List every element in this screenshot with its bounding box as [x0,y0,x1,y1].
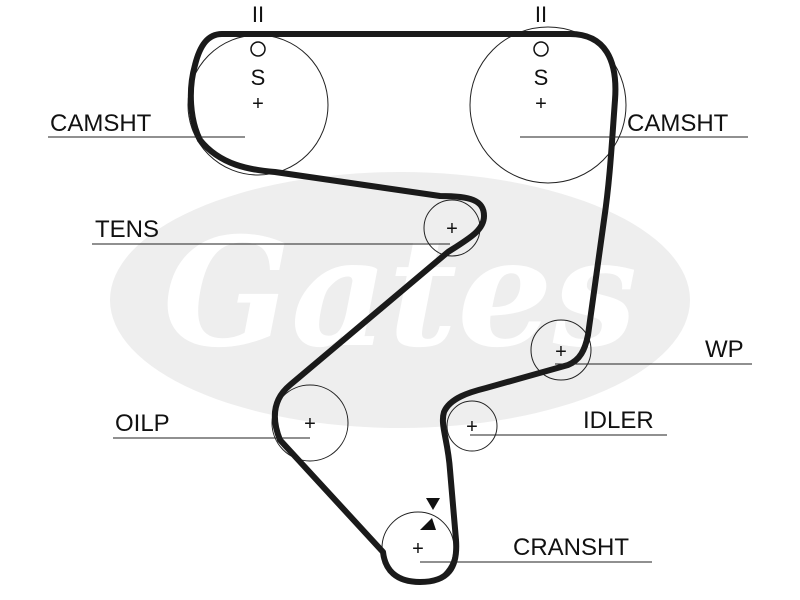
timing-circle-right [533,41,549,57]
center-mark-right-top: + [535,93,547,115]
center-mark-oil-pump: + [304,413,316,435]
pulley-idler [446,400,498,452]
timing-circle-left [250,41,266,57]
timing-belt [187,31,619,585]
direction-arrow-icon [420,498,440,530]
watermark-ellipse [110,172,690,428]
arrow-up-triangle [426,498,440,510]
arrow-down-triangle [420,518,436,530]
s-mark-right: S [534,65,549,90]
label-tensioner: TENS [95,216,159,243]
label-water-pump: WP [705,336,744,363]
timing-mark-right: II [535,2,547,27]
center-mark-water-pump: + [555,341,567,363]
center-mark-crankshaft: + [412,538,424,560]
label-idler: IDLER [583,407,654,434]
pulley-water-pump [530,319,592,381]
center-mark-left-top: + [252,93,264,115]
pulley-camshaft-right [469,26,627,184]
s-mark-left: S [251,65,266,90]
timing-mark-left: II [252,2,264,27]
label-camshaft-right: CAMSHT [627,110,729,137]
center-mark-tensioner: + [446,218,458,240]
center-mark-idler: + [466,416,478,438]
label-camshaft-left: CAMSHT [50,110,152,137]
pulley-oil-pump [271,384,349,462]
label-oil-pump: OILP [115,410,170,437]
label-crankshaft: CRANSHT [513,534,629,561]
